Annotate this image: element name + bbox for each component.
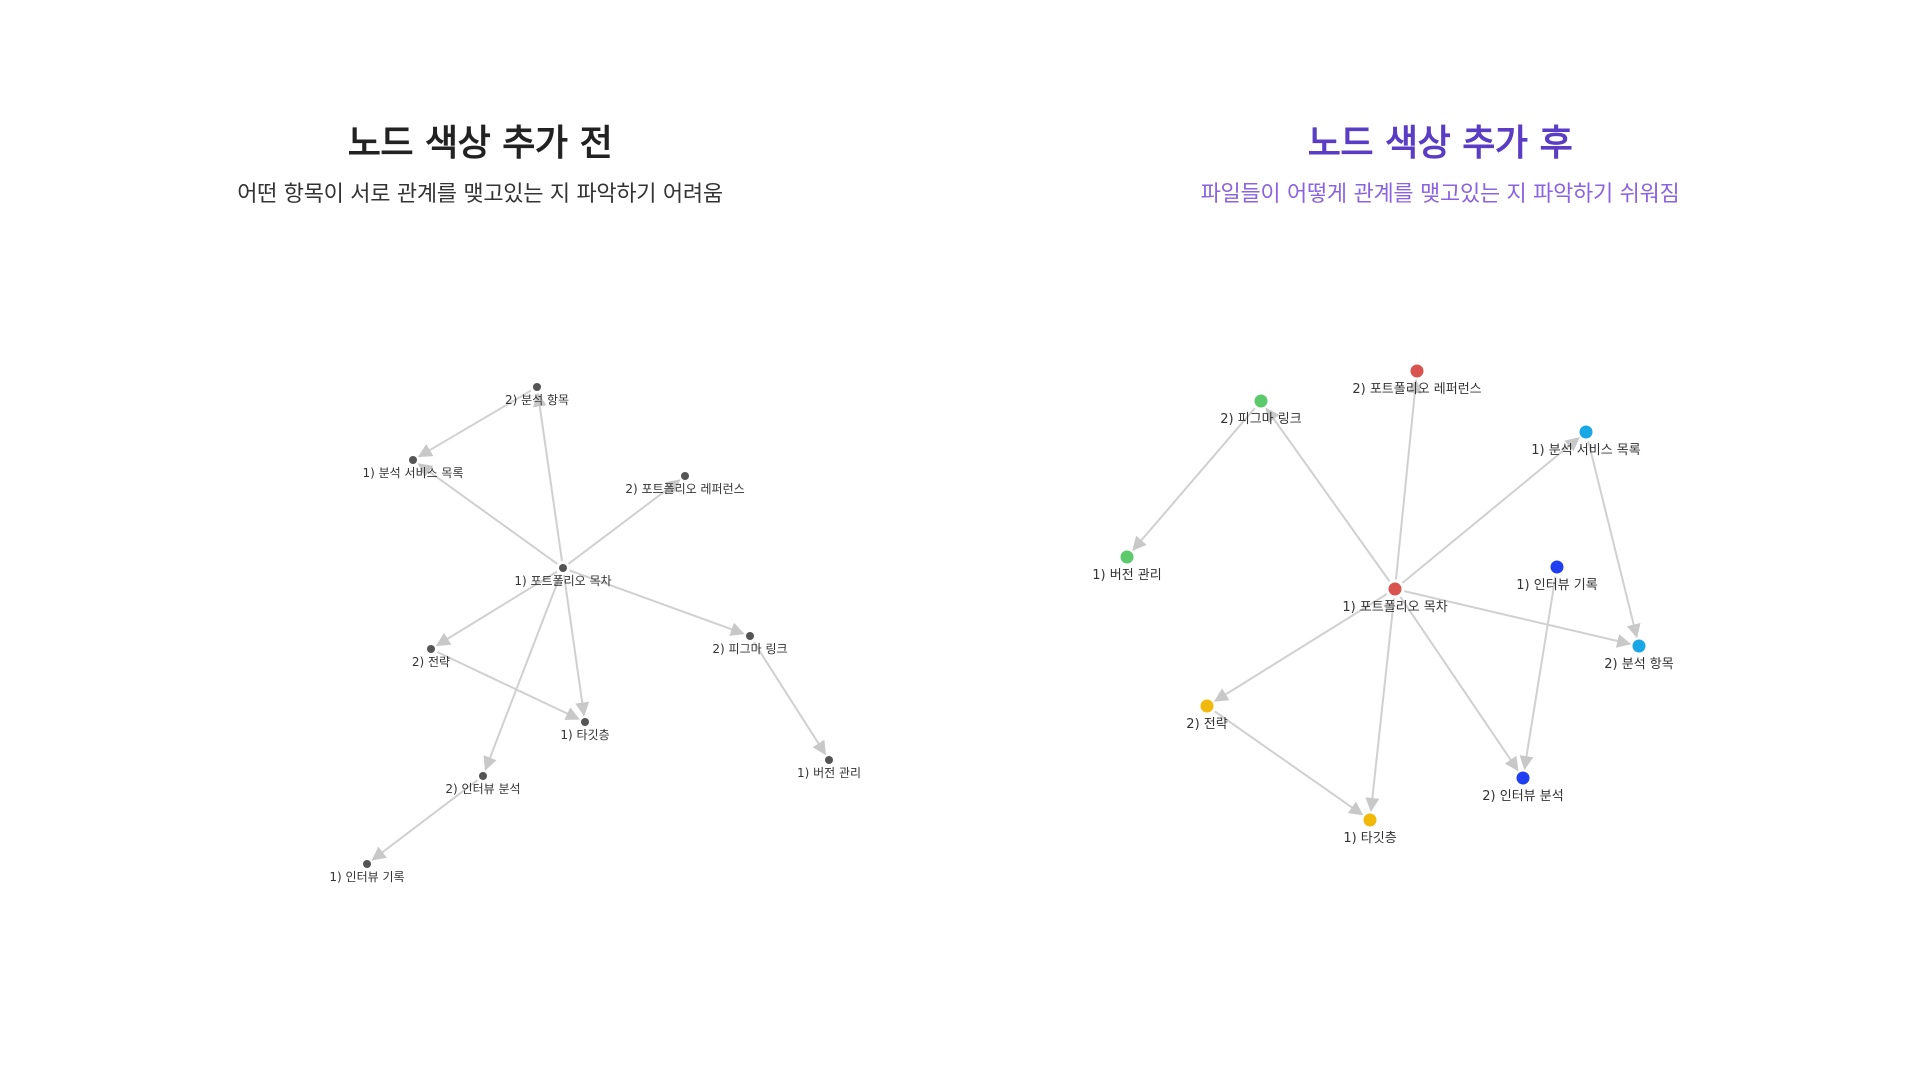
- graph-edge: [569, 569, 745, 636]
- graph-node[interactable]: 2) 분석 항목: [1604, 639, 1674, 673]
- node-label: 2) 전략: [1186, 717, 1227, 732]
- graph-edge: [1213, 593, 1388, 702]
- graph-edge: [1401, 437, 1580, 584]
- graph-node[interactable]: 1) 포트폴리오 목차: [1342, 582, 1448, 616]
- node-dot[interactable]: [1410, 364, 1424, 378]
- graph-edge: [752, 641, 827, 756]
- graph-node[interactable]: 2) 피그마 링크: [1220, 394, 1302, 428]
- subtitle-before: 어떤 항목이 서로 관계를 맺고있는 지 파악하기 어려움: [237, 182, 723, 207]
- graph-node[interactable]: 2) 전략: [412, 645, 450, 669]
- title-before: 노드 색상 추가 전: [347, 123, 613, 164]
- node-label: 1) 타깃층: [1343, 831, 1396, 846]
- graph-node[interactable]: 1) 포트폴리오 목차: [514, 564, 612, 588]
- node-label: 1) 포트폴리오 목차: [514, 574, 611, 588]
- graph-node[interactable]: 1) 버전 관리: [797, 756, 861, 780]
- node-dot[interactable]: [1200, 699, 1214, 713]
- node-dot[interactable]: [825, 756, 833, 764]
- node-dot[interactable]: [746, 632, 754, 640]
- graph-edge: [417, 389, 532, 458]
- node-label: 2) 분석 항목: [1604, 657, 1673, 672]
- graph-node[interactable]: 1) 인터뷰 기록: [1516, 560, 1598, 594]
- graph-node[interactable]: 1) 타깃층: [560, 718, 610, 742]
- graph-node[interactable]: 2) 인터뷰 분석: [1482, 771, 1564, 805]
- node-label: 2) 분석 항목: [505, 393, 569, 407]
- node-dot[interactable]: [1550, 560, 1564, 574]
- node-label: 1) 버전 관리: [797, 766, 861, 780]
- node-label: 2) 전략: [412, 655, 450, 669]
- graph-edge: [483, 574, 562, 771]
- title-after: 노드 색상 추가 후: [1307, 123, 1573, 164]
- graph-node[interactable]: 2) 분석 항목: [505, 383, 569, 407]
- node-dot[interactable]: [681, 472, 689, 480]
- node-label: 2) 인터뷰 분석: [445, 782, 520, 796]
- graph-node[interactable]: 2) 포트폴리오 레퍼런스: [625, 472, 745, 496]
- node-label: 1) 인터뷰 기록: [329, 870, 404, 884]
- graph-edge: [1132, 407, 1256, 551]
- graph-edge: [436, 651, 580, 720]
- node-label: 1) 분석 서비스 목록: [1531, 443, 1640, 458]
- node-label: 1) 인터뷰 기록: [1516, 578, 1597, 593]
- graph-edge: [1394, 379, 1422, 580]
- node-label: 2) 포트폴리오 레퍼런스: [625, 482, 744, 496]
- node-dot[interactable]: [363, 860, 371, 868]
- graph-node[interactable]: 2) 인터뷰 분석: [445, 772, 521, 796]
- node-dot[interactable]: [533, 383, 541, 391]
- node-label: 1) 분석 서비스 목록: [362, 466, 463, 480]
- graph-node[interactable]: 2) 포트폴리오 레퍼런스: [1352, 364, 1482, 398]
- graph-edge: [562, 574, 590, 717]
- node-label: 1) 포트폴리오 목차: [1342, 600, 1447, 615]
- node-dot[interactable]: [427, 645, 435, 653]
- graph-node[interactable]: 1) 분석 서비스 목록: [1531, 425, 1641, 459]
- panel-before: 노드 색상 추가 전 어떤 항목이 서로 관계를 맺고있는 지 파악하기 어려움: [237, 123, 723, 207]
- node-dot[interactable]: [1254, 394, 1268, 408]
- graph-edge: [1587, 440, 1641, 639]
- graph-edge: [1265, 407, 1391, 582]
- graph-node[interactable]: 1) 인터뷰 기록: [329, 860, 405, 884]
- node-dot[interactable]: [1516, 771, 1530, 785]
- node-dot[interactable]: [1632, 639, 1646, 653]
- graph-node[interactable]: 1) 타깃층: [1343, 813, 1397, 847]
- graph-edge: [567, 479, 681, 565]
- graph-edge: [435, 570, 558, 647]
- node-dot[interactable]: [1120, 550, 1134, 564]
- node-label: 1) 타깃층: [560, 728, 609, 742]
- graph-node[interactable]: 1) 분석 서비스 목록: [362, 456, 464, 480]
- node-label: 2) 인터뷰 분석: [1482, 789, 1563, 804]
- graph-edge: [1404, 590, 1632, 648]
- graph-node[interactable]: 1) 버전 관리: [1092, 550, 1162, 584]
- graph-edge: [1519, 576, 1557, 771]
- graph-edge: [371, 779, 479, 861]
- graph-node[interactable]: 2) 전략: [1186, 699, 1228, 733]
- node-dot[interactable]: [559, 564, 567, 572]
- node-label: 1) 버전 관리: [1092, 568, 1161, 583]
- node-dot[interactable]: [409, 456, 417, 464]
- graph-node[interactable]: 2) 피그마 링크: [712, 632, 788, 656]
- graph-edge: [532, 392, 563, 562]
- node-label: 2) 피그마 링크: [1220, 412, 1301, 427]
- subtitle-after: 파일들이 어떻게 관계를 맺고있는 지 파악하기 쉬워짐: [1200, 182, 1680, 207]
- graph-edge: [1214, 710, 1364, 816]
- node-dot[interactable]: [1388, 582, 1402, 596]
- node-dot[interactable]: [581, 718, 589, 726]
- node-label: 2) 포트폴리오 레퍼런스: [1352, 382, 1481, 397]
- graph-edge: [417, 463, 558, 565]
- graph-edge: [1365, 598, 1395, 812]
- node-dot[interactable]: [1579, 425, 1593, 439]
- node-dot[interactable]: [479, 772, 487, 780]
- node-dot[interactable]: [1363, 813, 1377, 827]
- node-label: 2) 피그마 링크: [712, 642, 787, 656]
- panel-after: 노드 색상 추가 후 파일들이 어떻게 관계를 맺고있는 지 파악하기 쉬워짐: [960, 0, 1920, 1080]
- graph-edge: [1399, 596, 1519, 772]
